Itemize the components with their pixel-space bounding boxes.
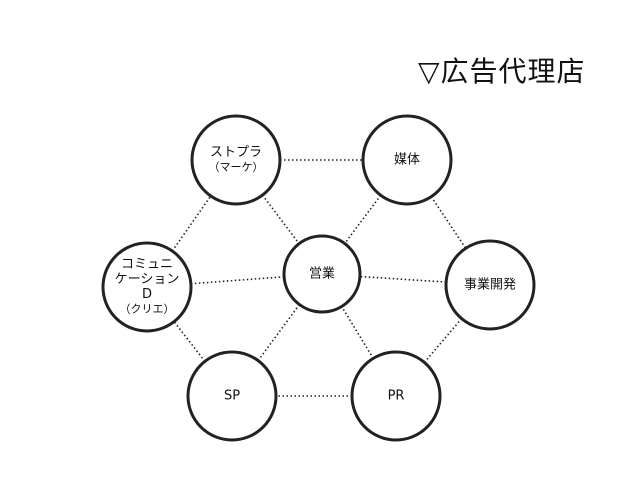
node-eigyo: 営業 [282,234,362,314]
node-label-comm-0: コミュニ [121,257,173,272]
node-label-comm-1: ケーション [115,272,180,287]
node-label-baitai-0: 媒体 [394,153,420,168]
node-circle-jigyo [444,239,536,331]
node-sutopura: ストプラ（マーケ） [190,114,282,206]
node-circle-comm [101,241,193,333]
link-comm-sutopura [171,195,212,252]
link-baitai-eigyo [344,194,382,244]
link-sp-eigyo [257,304,301,362]
node-label-jigyo-0: 事業開発 [464,277,516,293]
link-pr-eigyo [341,306,374,359]
page-title: ▽広告代理店 [418,55,586,88]
node-circle-eigyo [282,234,362,314]
node-label-pr-0: PR [388,389,405,404]
node-circle-sutopura [190,114,282,206]
node-label-eigyo-0: 営業 [309,266,335,282]
node-circle-baitai [361,114,453,206]
link-sp-comm [173,321,206,362]
node-pr: PR [350,350,442,442]
node-circle-pr [350,350,442,442]
node-label-sp-0: SP [224,389,240,404]
node-baitai: 媒体 [361,114,453,206]
node-circle-sp [186,350,278,442]
links-layer [171,159,467,397]
node-label-comm-3: （クリエ） [120,303,175,316]
node-jigyo: 事業開発 [444,239,536,331]
node-label-sutopura-0: ストプラ [210,145,262,160]
node-sp: SP [186,350,278,442]
link-sutopura-eigyo [261,194,300,245]
link-jigyo-pr [423,318,463,363]
link-baitai-jigyo [430,196,467,249]
link-jigyo-eigyo [359,275,447,283]
node-label-sutopura-1: （マーケ） [209,161,264,174]
node-label-comm-2: D [142,287,152,302]
link-comm-eigyo [190,276,285,285]
